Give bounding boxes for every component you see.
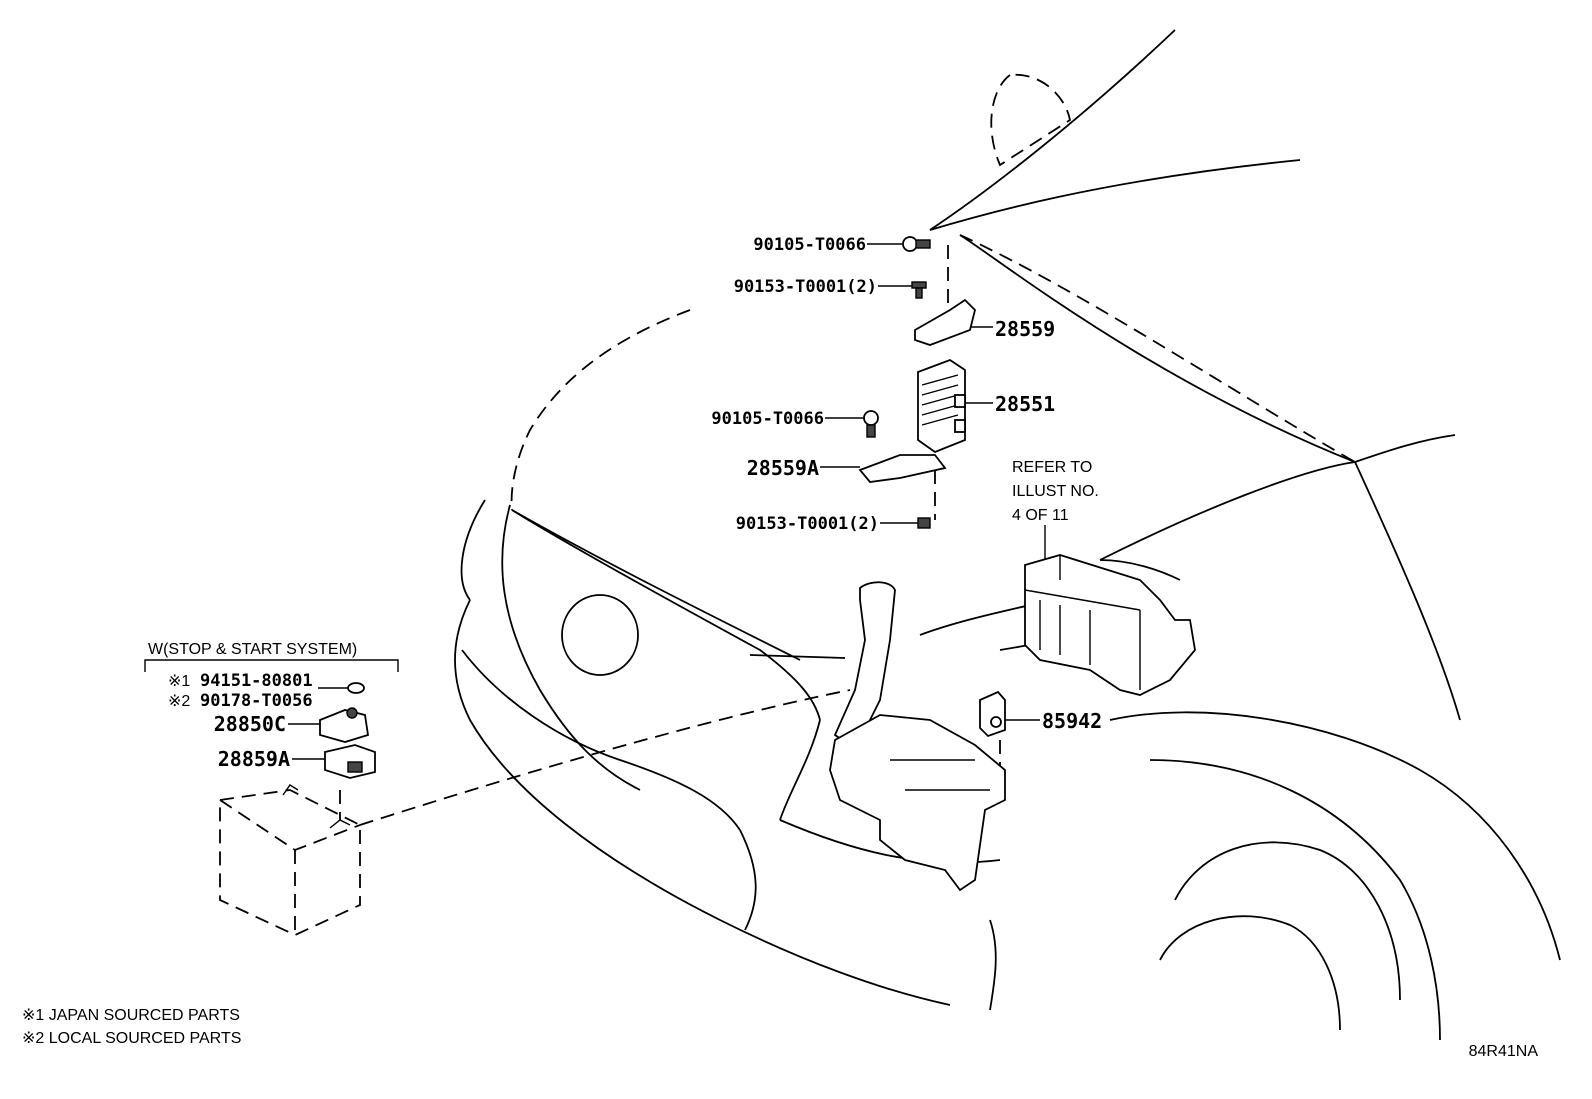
bumper-outline [454, 599, 951, 1006]
fender-top [1099, 559, 1181, 581]
footnote-2: ※2 LOCAL SOURCED PARTS [22, 1030, 241, 1047]
hood-seam [919, 604, 1031, 636]
screw-bottom-icon [917, 517, 931, 529]
relay-block-part [917, 358, 966, 454]
clamp-part [324, 744, 376, 779]
emblem-ring [561, 594, 639, 676]
grille-upper [511, 509, 821, 721]
sensor-part [979, 690, 1006, 738]
leader-lines [144, 243, 1046, 760]
junction-box-part [1024, 554, 1196, 696]
hood-corner [1354, 434, 1456, 463]
grille-outer-left [501, 504, 641, 791]
grille-bar [749, 654, 846, 659]
parts [219, 236, 1196, 936]
screw-top-icon [911, 281, 927, 299]
cowl-line [929, 159, 1301, 231]
label-bracket-lower: 28559A [747, 456, 819, 480]
refer-line-2: ILLUST NO. [1012, 483, 1099, 500]
label-bolt-mid: 90105-T0066 [711, 409, 824, 429]
nut-icon [347, 682, 365, 694]
bracket-upper-part [914, 298, 976, 346]
hood-front-edge [511, 509, 801, 661]
bumper-crease [461, 649, 741, 831]
hood-left-edge [510, 309, 691, 511]
vehicle-outline [454, 29, 1561, 1041]
footnote-1: ※1 JAPAN SOURCED PARTS [22, 1007, 240, 1024]
label-screw-top: 90153-T0001(2) [734, 277, 877, 297]
label-clamp: 28859A [218, 747, 290, 771]
a-pillar-line [929, 29, 1176, 231]
refer-line-3: 4 OF 11 [1012, 507, 1069, 524]
diagram-code: 84R41NA [1469, 1043, 1539, 1060]
hood-right-edge [959, 234, 1356, 463]
wheel-rim [1159, 915, 1341, 1031]
label-relay-block: 28551 [995, 392, 1055, 416]
fender-line [1354, 461, 1461, 721]
washer-tank-part [829, 581, 1006, 892]
mirror-outline [990, 73, 1072, 167]
stop-start-part-1: 94151-80801 [200, 671, 313, 691]
label-terminal: 28850C [214, 712, 286, 736]
stop-start-heading: W(STOP & START SYSTEM) [148, 641, 357, 658]
bolt-mid-icon [863, 410, 879, 438]
wheel-arch-inner [1149, 759, 1441, 1041]
hood-front-right [1099, 461, 1356, 561]
hood-crease [959, 234, 1356, 463]
bumper-lower [739, 829, 757, 931]
refer-line-1: REFER TO [1012, 459, 1092, 476]
label-bracket-upper: 28559 [995, 317, 1055, 341]
stop-start-mark-2: ※2 [168, 693, 190, 710]
bumper-corner [460, 499, 486, 601]
label-screw-bottom: 90153-T0001(2) [736, 514, 879, 534]
battery-part [219, 784, 361, 936]
labels: 90105-T0066 90153-T0001(2) 28559 28551 9… [22, 235, 1538, 1060]
label-bolt-top: 90105-T0066 [753, 235, 866, 255]
battery-leader [359, 689, 851, 826]
tire-outline [1174, 841, 1401, 1001]
grille-right [779, 719, 821, 821]
stop-start-part-2: 90178-T0056 [200, 691, 313, 711]
label-sensor: 85942 [1042, 709, 1102, 733]
terminal-part [319, 707, 370, 743]
bumper-right-edge [989, 919, 997, 1011]
stop-start-mark-1: ※1 [168, 673, 190, 690]
bracket-lower-part [858, 454, 947, 483]
wheel-arch [1109, 711, 1561, 961]
bolt-top-icon [902, 236, 931, 252]
stop-start-bracket [144, 659, 399, 672]
